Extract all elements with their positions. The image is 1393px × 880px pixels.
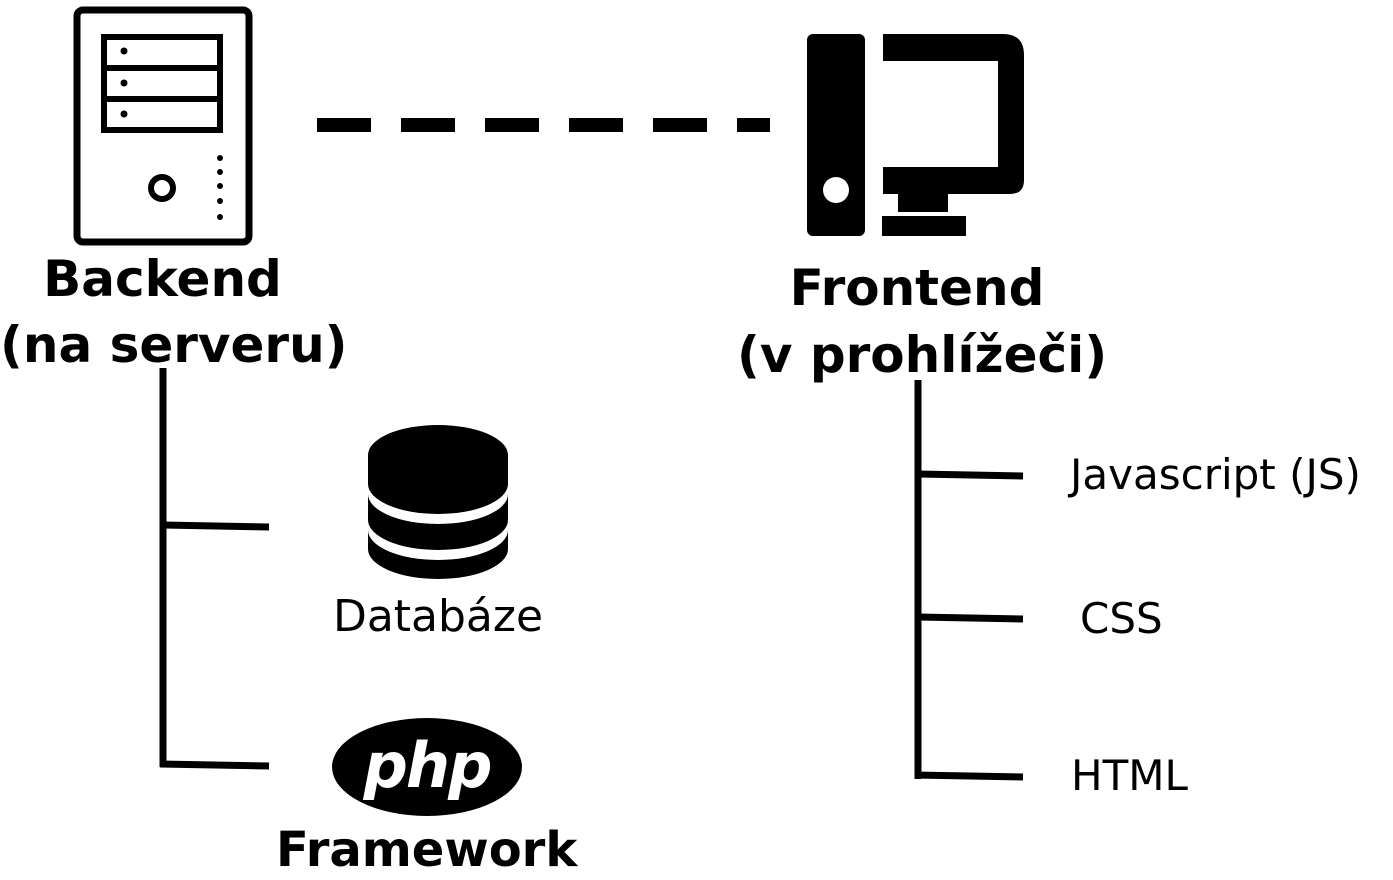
php-logo-icon — [332, 718, 522, 816]
frontend-tree-lines — [914, 380, 1024, 781]
desktop-computer-icon — [807, 34, 1024, 236]
framework-label: Framework — [276, 822, 578, 878]
backend-tree-lines — [159, 368, 270, 770]
database-label: Databáze — [332, 591, 544, 642]
backend-title: Backend — [43, 250, 282, 308]
frontend-title: Frontend — [789, 259, 1045, 317]
javascript-label: Javascript (JS) — [1070, 450, 1361, 499]
php-logo-text: php — [363, 729, 493, 802]
database-icon — [368, 425, 508, 579]
html-label: HTML — [1071, 751, 1188, 800]
css-label: CSS — [1080, 594, 1163, 643]
server-tower-icon — [73, 6, 253, 246]
frontend-subtitle: (v prohlížeči) — [737, 326, 1108, 384]
backend-subtitle: (na serveru) — [0, 316, 348, 374]
